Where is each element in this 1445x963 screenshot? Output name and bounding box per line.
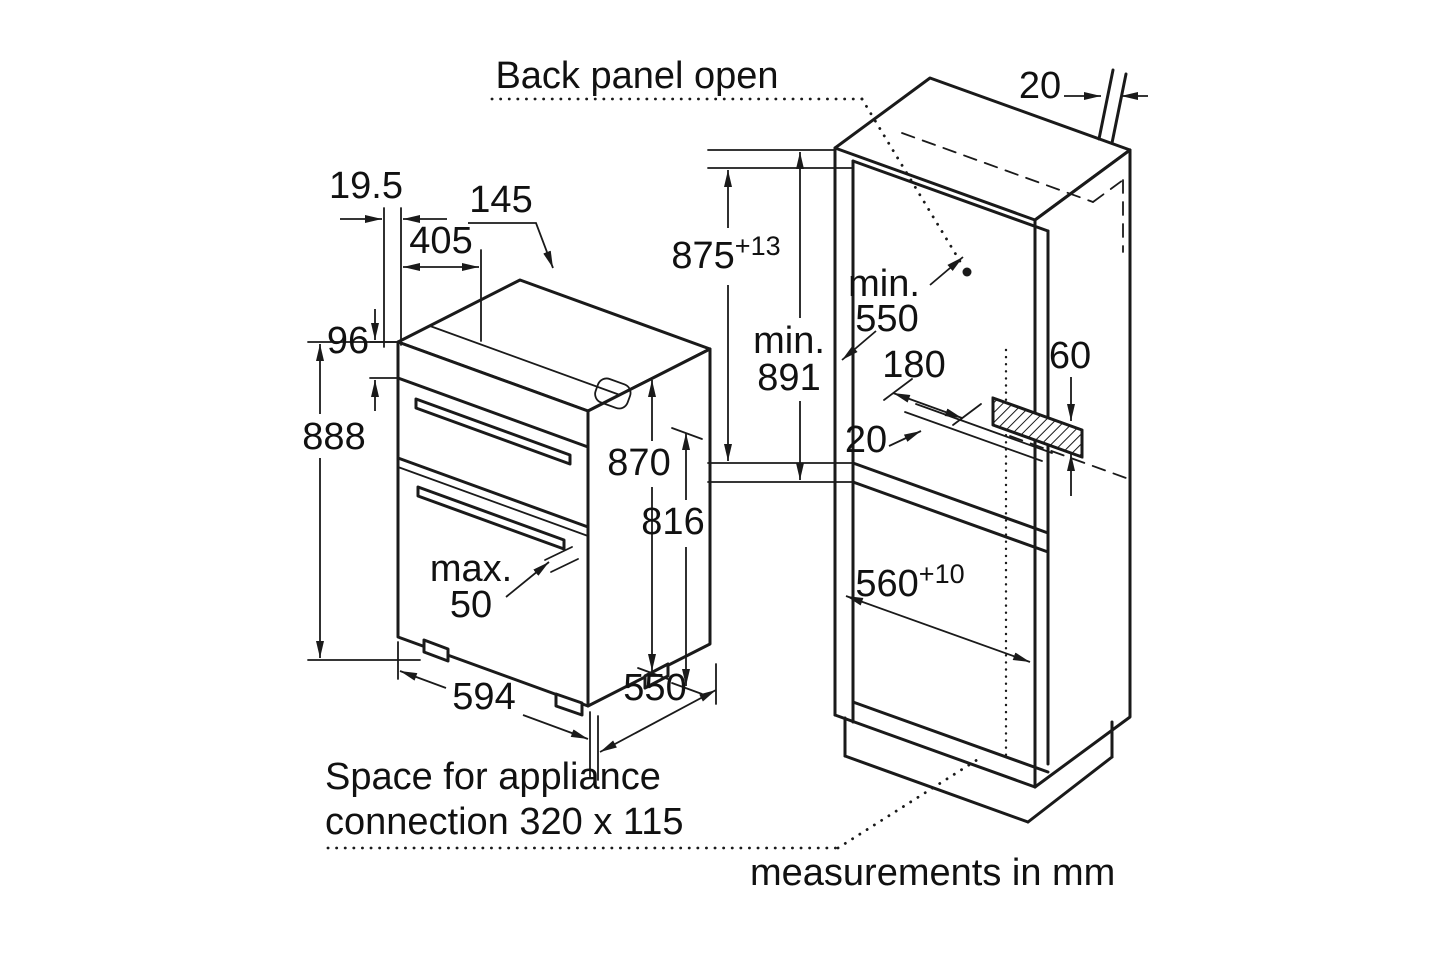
- rear-wall-line-2: [1110, 72, 1128, 145]
- dim-leader-145: [468, 222, 554, 269]
- door-gap-line-2: [397, 466, 589, 537]
- rear-wall-line-1: [1097, 68, 1115, 141]
- arrow-max-50: [505, 561, 550, 598]
- dim-min-height-value: 891: [757, 357, 820, 399]
- side-grip-opening: [594, 377, 632, 410]
- dim-180: [892, 392, 963, 419]
- dim-body-height: 870: [607, 442, 670, 484]
- cabinet-bottom-front-edge: [833, 713, 1037, 789]
- dim-control-height: 96: [327, 320, 369, 362]
- upper-door-handle: [414, 397, 572, 466]
- oven-top-control-line: [429, 325, 621, 396]
- handle-protrusion-line-2: [550, 558, 579, 573]
- dim-control-width: 405: [409, 220, 472, 262]
- back-panel-dashed-2: [1092, 179, 1124, 203]
- dim-niche-width-value: 560: [855, 563, 918, 605]
- dim-niche-height: 875+13: [671, 231, 780, 277]
- dim-handle-max-label: max.: [430, 548, 512, 590]
- label-units-note: measurements in mm: [750, 852, 1115, 894]
- dim-min-height-label: min.: [753, 320, 825, 362]
- plinth-bottom-front: [843, 754, 1030, 824]
- door-gap-line-1: [396, 456, 590, 529]
- tick-870-bottom: [637, 667, 669, 680]
- dim-lower-height: 816: [641, 501, 704, 543]
- leader-back-panel-diagonal: [860, 97, 963, 265]
- leader-connection-diagonal: [836, 756, 982, 850]
- arrow-20-mid: [888, 430, 922, 447]
- niche-inner-top: [851, 159, 1050, 233]
- dim-appliance-width: 594: [452, 676, 515, 718]
- label-connection-space-line1: Space for appliance: [325, 756, 661, 798]
- dim-594-left: [399, 670, 447, 689]
- leader-lines: [326, 97, 982, 850]
- dim-niche-height-value: 875: [671, 235, 734, 277]
- dim-min-depth-value: 550: [855, 298, 918, 340]
- cabinet-dimensions: [707, 92, 1148, 663]
- dim-appliance-depth: 550: [623, 667, 686, 709]
- label-back-panel-open: Back panel open: [495, 55, 778, 97]
- back-panel-dashed-1: [901, 132, 1094, 203]
- dim-vent-height: 60: [1049, 335, 1091, 377]
- tick-180-left: [883, 378, 913, 401]
- label-connection-space-line2: connection 320 x 115: [325, 801, 683, 843]
- plinth-bottom-right: [1026, 755, 1114, 824]
- dim-total-height: 888: [302, 416, 365, 458]
- cabinet-inner-floor: [851, 700, 1050, 774]
- oven-dimensions: [307, 207, 717, 781]
- oven-foot-front-right: [554, 692, 584, 717]
- vent-cutout-hatch: [991, 396, 1084, 459]
- oven-foot-rear-right: [643, 662, 670, 690]
- oven-foot-left: [422, 638, 450, 663]
- leader-back-panel-dot: [962, 267, 972, 277]
- dim-rear-gap-top: 20: [1019, 65, 1061, 107]
- oven-drawing: [396, 278, 712, 717]
- shelf-rear-gap-line-1: [904, 411, 1043, 462]
- dim-min550-upper: [929, 256, 964, 286]
- tick-180-right: [952, 403, 982, 426]
- cabinet-drawing: [833, 68, 1132, 824]
- dim-min-depth-label: min.: [848, 263, 920, 305]
- dim-594-right: [522, 714, 589, 740]
- lower-door-handle: [416, 485, 566, 551]
- dim-handle-max-value: 50: [450, 584, 492, 626]
- dim-560: [845, 595, 1031, 663]
- control-panel-bottom-line: [396, 376, 590, 449]
- dim-niche-width-tolerance: +10: [919, 559, 965, 589]
- dim-niche-height-tolerance: +13: [735, 231, 781, 261]
- dim-min550-lower: [841, 330, 877, 361]
- dim-550: [599, 689, 717, 753]
- dim-shelf-rear-gap: 20: [845, 419, 887, 461]
- dim-control-depth: 145: [469, 179, 532, 221]
- text-labels: Back panel open 20 19.5 145 405 875+13 9…: [302, 55, 1115, 894]
- dim-niche-width: 560+10: [855, 559, 964, 605]
- handle-protrusion-line-1: [544, 546, 573, 561]
- dim-vent-length: 180: [882, 344, 945, 386]
- dim-door-proud: 19.5: [329, 165, 403, 207]
- shelf-front-bottom: [851, 480, 1050, 554]
- shelf-front-top: [851, 461, 1050, 535]
